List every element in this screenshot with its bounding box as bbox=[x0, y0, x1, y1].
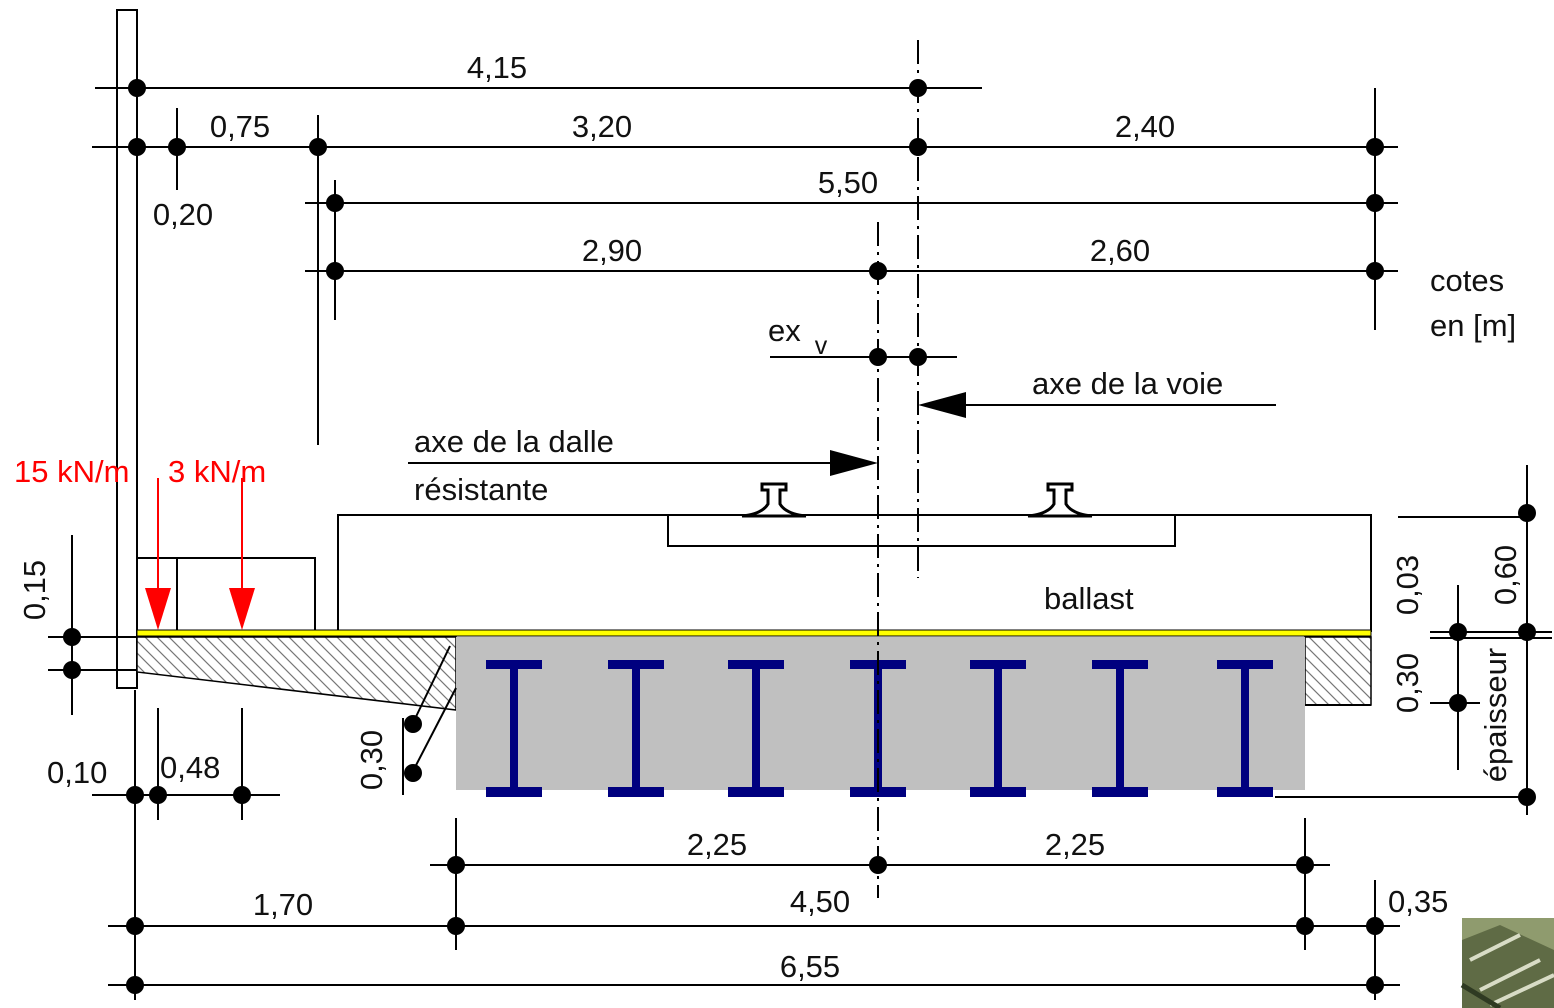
dimension-dot bbox=[1296, 917, 1314, 935]
dimension-dot bbox=[126, 917, 144, 935]
dimension-dot bbox=[1366, 138, 1384, 156]
rail-right bbox=[1027, 482, 1093, 518]
steel-beam bbox=[1217, 660, 1273, 797]
dimension-dot bbox=[909, 138, 927, 156]
dimension-dot bbox=[1296, 856, 1314, 874]
dim-1-70: 1,70 bbox=[253, 887, 313, 922]
structure bbox=[116, 9, 1372, 797]
dimension-dot bbox=[326, 262, 344, 280]
dimension-dot bbox=[909, 79, 927, 97]
steel-beam bbox=[608, 660, 664, 797]
sleeper bbox=[667, 514, 1176, 547]
dim-2-90: 2,90 bbox=[582, 233, 642, 268]
dimension-dot bbox=[128, 138, 146, 156]
slab-axis-arrow bbox=[408, 450, 878, 476]
dimension-dot bbox=[233, 786, 251, 804]
dimension-dot bbox=[1366, 917, 1384, 935]
dimension-dot bbox=[869, 348, 887, 366]
dimension-dot bbox=[126, 976, 144, 994]
ballast-label: ballast bbox=[1044, 581, 1134, 616]
dim-4-15: 4,15 bbox=[467, 50, 527, 85]
dim-0-30-right: 0,30 bbox=[1390, 653, 1425, 713]
track-axis-label: axe de la voie bbox=[1032, 366, 1223, 401]
epaisseur-label: épaisseur bbox=[1478, 648, 1513, 782]
thumbnail-photo bbox=[1460, 918, 1554, 1008]
steel-beam bbox=[486, 660, 542, 797]
load-label-2: 3 kN/m bbox=[168, 454, 266, 489]
track-axis-arrow bbox=[918, 392, 1276, 418]
cantilever-right-hatch bbox=[1304, 636, 1372, 706]
cable-trough bbox=[137, 557, 316, 632]
dimension-dot bbox=[447, 917, 465, 935]
parapet-post bbox=[116, 9, 138, 689]
dimension-dot bbox=[909, 348, 927, 366]
dimension-dot bbox=[1449, 694, 1467, 712]
slab-axis-label-line2: résistante bbox=[414, 472, 548, 507]
cantilever-left-hatch bbox=[136, 636, 457, 711]
dimension-dot bbox=[869, 856, 887, 874]
units-note-line1: cotes bbox=[1430, 263, 1504, 298]
dimension-dot bbox=[404, 715, 422, 733]
dimension-dot bbox=[404, 764, 422, 782]
dim-5-50: 5,50 bbox=[818, 165, 878, 200]
dim-3-20: 3,20 bbox=[572, 109, 632, 144]
dim-0-75: 0,75 bbox=[210, 109, 270, 144]
dimension-dot bbox=[1366, 262, 1384, 280]
dimension-dot bbox=[149, 786, 167, 804]
dim-6-55: 6,55 bbox=[780, 949, 840, 984]
dimension-dot bbox=[128, 79, 146, 97]
load-label-1: 15 kN/m bbox=[14, 454, 129, 489]
dimension-dot bbox=[447, 856, 465, 874]
units-note-line2: en [m] bbox=[1430, 308, 1516, 343]
dim-2-25-left: 2,25 bbox=[687, 827, 747, 862]
dimension-dot bbox=[1518, 788, 1536, 806]
dimension-lines bbox=[48, 87, 1552, 1000]
dim-0-48: 0,48 bbox=[160, 750, 220, 785]
ballast-box bbox=[337, 514, 1372, 632]
steel-beam bbox=[1092, 660, 1148, 797]
dim-2-60: 2,60 bbox=[1090, 233, 1150, 268]
dimension-dot bbox=[1518, 623, 1536, 641]
dim-0-10: 0,10 bbox=[47, 755, 107, 790]
dim-2-25-right: 2,25 bbox=[1045, 827, 1105, 862]
dim-0-35: 0,35 bbox=[1388, 884, 1448, 919]
slab-axis-label-line1: axe de la dalle bbox=[414, 424, 614, 459]
dim-2-40: 2,40 bbox=[1115, 109, 1175, 144]
dim-4-50: 4,50 bbox=[790, 884, 850, 919]
dimension-dot bbox=[168, 138, 186, 156]
dimension-dot bbox=[309, 138, 327, 156]
dimension-dot bbox=[1366, 194, 1384, 212]
dimension-dot bbox=[1518, 504, 1536, 522]
dimension-dot bbox=[63, 661, 81, 679]
dimension-dots bbox=[63, 79, 1536, 994]
dim-0-20: 0,20 bbox=[153, 197, 213, 232]
rail-left bbox=[741, 482, 807, 518]
waterproofing-layer bbox=[136, 629, 1372, 637]
dimension-dot bbox=[1366, 976, 1384, 994]
steel-beam bbox=[728, 660, 784, 797]
dim-0-30-slab-edge: 0,30 bbox=[354, 730, 389, 790]
dim-0-60: 0,60 bbox=[1488, 545, 1523, 605]
dimension-dot bbox=[1449, 623, 1467, 641]
dim-0-15: 0,15 bbox=[17, 560, 52, 620]
load-arrow-2 bbox=[229, 478, 255, 630]
load-arrow-1 bbox=[145, 478, 171, 630]
dimension-dot bbox=[869, 262, 887, 280]
dim-0-03: 0,03 bbox=[1390, 555, 1425, 615]
steel-beam bbox=[970, 660, 1026, 797]
dimension-dot bbox=[126, 786, 144, 804]
dimension-dot bbox=[63, 628, 81, 646]
dimension-dot bbox=[326, 194, 344, 212]
